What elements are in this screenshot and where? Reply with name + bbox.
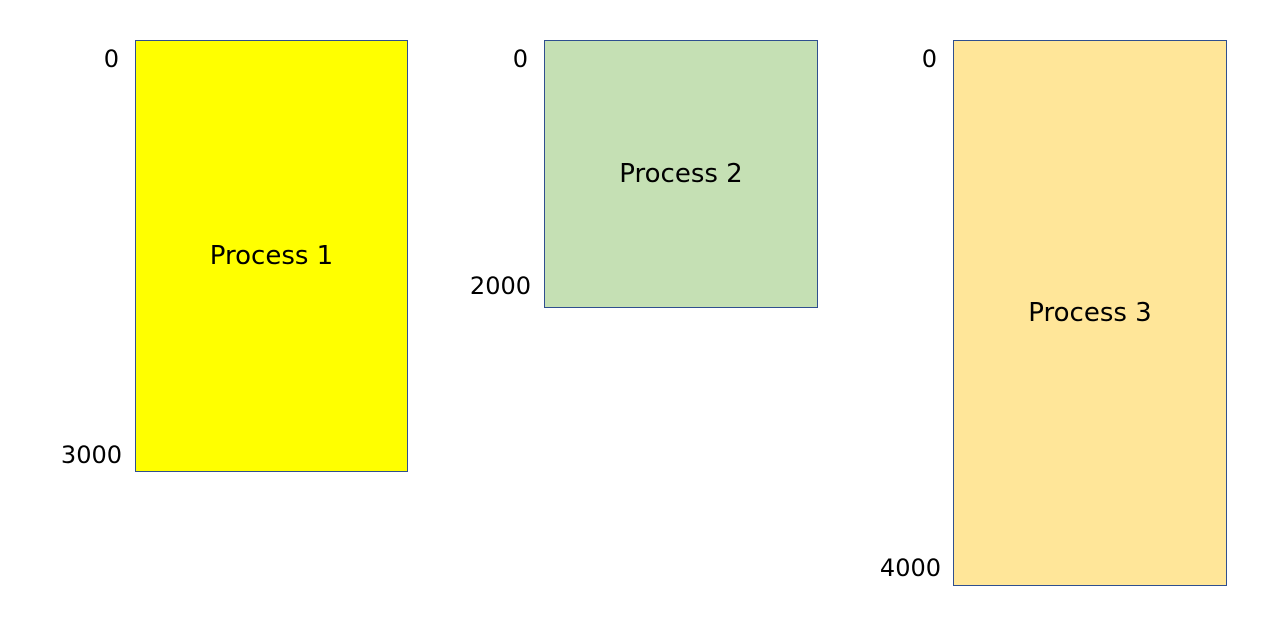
process-1-start-address: 0	[103, 45, 119, 73]
process-3-block: Process 3	[953, 40, 1227, 586]
process-3-label: Process 3	[1028, 298, 1152, 328]
process-3-end-address: 4000	[879, 554, 941, 582]
process-3-start-address: 0	[921, 45, 937, 73]
process-1-end-address: 3000	[60, 441, 122, 469]
process-1-block: Process 1	[135, 40, 408, 472]
process-2-start-address: 0	[512, 45, 528, 73]
process-1-label: Process 1	[209, 241, 334, 271]
process-2-end-address: 2000	[469, 272, 531, 300]
process-2-block: Process 2	[544, 40, 818, 308]
process-2-label: Process 2	[619, 159, 743, 189]
